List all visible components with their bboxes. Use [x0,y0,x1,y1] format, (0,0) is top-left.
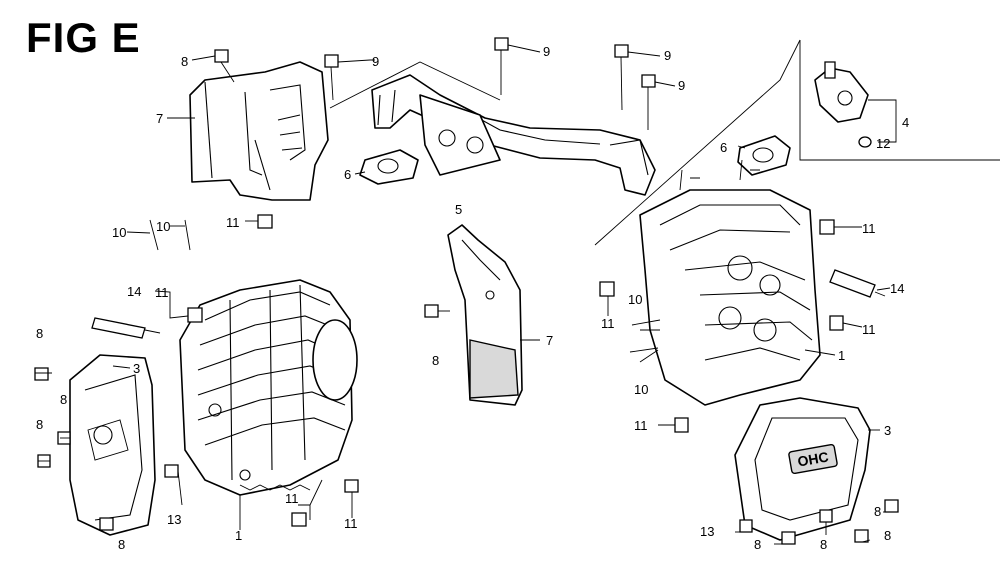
callout-9: 9 [543,44,550,59]
callout-10: 10 [628,292,642,307]
callout-6: 6 [720,140,727,155]
callout-8: 8 [181,54,188,69]
callout-14: 14 [127,284,141,299]
callout-4: 4 [902,115,909,130]
callout-10: 10 [156,219,170,234]
callout-10: 10 [634,382,648,397]
figure-title: FIG E [26,14,141,61]
callout-8: 8 [874,504,881,519]
heat-shield-middle [447,224,523,406]
exhaust-manifold [371,74,656,196]
callout-11: 11 [601,316,615,331]
callout-8: 8 [754,537,761,552]
ohc-logo: OHC [796,448,829,469]
callout-13: 13 [700,524,714,539]
callout-1: 1 [838,348,845,363]
callout-8: 8 [820,537,827,552]
callout-8: 8 [36,326,43,341]
callout-13: 13 [167,512,181,527]
cylinder-block-left [179,279,358,496]
callout-10: 10 [112,225,126,240]
callout-11: 11 [862,322,876,337]
callout-5: 5 [455,202,462,217]
callout-11: 11 [344,516,358,531]
heat-shield-upper [189,61,329,201]
callout-8: 8 [432,353,439,368]
callout-11: 11 [634,418,648,433]
callout-8: 8 [884,528,891,543]
callout-12: 12 [876,136,890,151]
cylinder-head-right [639,159,821,406]
callout-7: 7 [546,333,553,348]
callout-9: 9 [678,78,685,93]
callout-14: 14 [890,281,904,296]
callout-9: 9 [664,48,671,63]
callout-9: 9 [372,54,379,69]
inset-bracket-detail [799,40,1000,161]
spark-plug-left [91,317,161,339]
callout-11: 11 [862,221,876,236]
callout-6: 6 [344,167,351,182]
callout-11: 11 [226,215,240,230]
valve-cover-right: OHC [734,397,871,541]
spark-plug-right [829,269,886,298]
valve-cover-left [69,354,156,536]
callout-11: 11 [155,285,169,300]
bolts-studs [34,37,899,545]
callout-3: 3 [884,423,891,438]
callout-7: 7 [156,111,163,126]
callout-11: 11 [285,491,299,506]
leader-lines [35,39,897,545]
exhaust-gasket-left [359,149,419,185]
callout-8: 8 [60,392,67,407]
callout-3: 3 [133,361,140,376]
exhaust-gasket-right [737,135,791,176]
callout-8: 8 [36,417,43,432]
callout-8: 8 [118,537,125,552]
callout-1: 1 [235,528,242,543]
